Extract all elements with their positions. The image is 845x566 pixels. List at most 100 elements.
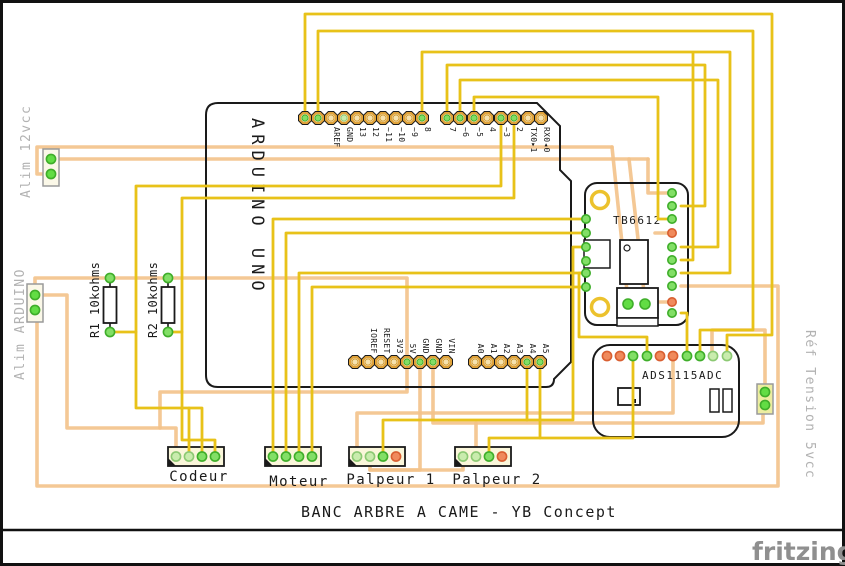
pin-pad[interactable] (666, 201, 677, 212)
moteur-label[interactable]: Moteur (269, 474, 329, 490)
r1-label[interactable]: R1 10kohms (88, 262, 102, 338)
pin-pad[interactable] (413, 355, 427, 369)
ref-tension-label[interactable]: Réf Tension 5vcc (802, 330, 817, 479)
pin-pad[interactable] (494, 111, 508, 125)
pin-pad[interactable] (439, 355, 453, 369)
copper-trace[interactable] (646, 157, 673, 195)
pin-pad[interactable] (580, 267, 591, 278)
pin-pad[interactable] (468, 355, 482, 369)
pin-pad[interactable] (666, 228, 677, 239)
pin-pad[interactable] (311, 111, 325, 125)
pin-pad[interactable] (533, 355, 547, 369)
pin-pad[interactable] (183, 451, 195, 462)
copper-trace[interactable] (303, 12, 774, 358)
resistor[interactable] (160, 278, 176, 332)
pin-pad[interactable] (402, 111, 416, 125)
connector-moteur[interactable] (264, 446, 322, 467)
pin-pad[interactable] (361, 355, 375, 369)
pin-pad[interactable] (170, 451, 182, 462)
copper-trace[interactable] (487, 354, 635, 458)
copper-trace[interactable] (297, 271, 588, 458)
arduino-outline[interactable] (205, 102, 572, 388)
pin-pad[interactable] (337, 111, 351, 125)
pin-pad[interactable] (45, 153, 57, 165)
pin-pad[interactable] (364, 451, 376, 462)
pin-pad[interactable] (470, 451, 482, 462)
pin-pad[interactable] (666, 307, 677, 318)
pin-pad[interactable] (496, 451, 508, 462)
pin-pad[interactable] (641, 350, 653, 362)
pin-pad[interactable] (580, 214, 591, 225)
pin-pad[interactable] (267, 451, 279, 462)
pin-pad[interactable] (400, 355, 414, 369)
alim-arduino-label[interactable]: Alim ARDUINO (13, 268, 28, 380)
pin-pad[interactable] (351, 451, 363, 462)
copper-trace[interactable] (381, 245, 588, 458)
copper-trace[interactable] (679, 51, 695, 262)
pin-pad[interactable] (667, 350, 679, 362)
copper-trace[interactable] (577, 271, 649, 358)
pin-pad[interactable] (324, 111, 338, 125)
pin-pad[interactable] (507, 111, 521, 125)
pin-pad[interactable] (759, 399, 771, 411)
arduino-board[interactable]: ARDUINO UNO (205, 102, 572, 388)
connector-palpeur-1[interactable] (348, 446, 406, 467)
pin-pad[interactable] (162, 326, 174, 338)
pin-pad[interactable] (580, 242, 591, 253)
connector-palpeur-2[interactable] (454, 446, 512, 467)
pin-pad[interactable] (209, 451, 221, 462)
pin-pad[interactable] (162, 272, 174, 284)
r2-label[interactable]: R2 10kohms (146, 262, 160, 338)
copper-trace[interactable] (420, 50, 732, 275)
pin-pad[interactable] (390, 451, 402, 462)
pin-pad[interactable] (426, 355, 440, 369)
pin-pad[interactable] (666, 214, 677, 225)
pin-pad[interactable] (494, 355, 508, 369)
pin-pad[interactable] (483, 451, 495, 462)
pin-pad[interactable] (389, 111, 403, 125)
copper-trace[interactable] (33, 293, 178, 458)
copper-trace[interactable] (180, 116, 516, 458)
pin-pad[interactable] (374, 355, 388, 369)
pin-pad[interactable] (681, 350, 693, 362)
alim-12vcc-label[interactable]: Alim 12vcc (19, 105, 34, 198)
pin-pad[interactable] (759, 386, 771, 398)
pin-pad[interactable] (306, 451, 318, 462)
copper-trace[interactable] (271, 217, 588, 458)
pin-pad[interactable] (387, 355, 401, 369)
pin-pad[interactable] (666, 280, 677, 291)
pin-pad[interactable] (694, 350, 706, 362)
pin-pad[interactable] (580, 228, 591, 239)
pin-pad[interactable] (654, 350, 666, 362)
pin-pad[interactable] (666, 188, 677, 199)
pin-pad[interactable] (481, 355, 495, 369)
pin-pad[interactable] (280, 451, 292, 462)
pin-pad[interactable] (580, 255, 591, 266)
pin-pad[interactable] (104, 272, 116, 284)
pin-pad[interactable] (707, 350, 719, 362)
palpeur2-label[interactable]: Palpeur 2 (452, 472, 541, 488)
tb6612-module[interactable]: TB6612 (583, 182, 689, 327)
pin-pad[interactable] (480, 111, 494, 125)
pin-pad[interactable] (614, 350, 626, 362)
pin-pad[interactable] (377, 451, 389, 462)
resistor[interactable] (102, 278, 118, 332)
pin-pad[interactable] (348, 355, 362, 369)
codeur-label[interactable]: Codeur (169, 469, 229, 485)
pin-pad[interactable] (293, 451, 305, 462)
sheet-title[interactable]: BANC ARBRE A CAME - YB Concept (301, 503, 617, 521)
copper-trace[interactable] (316, 29, 755, 358)
pin-pad[interactable] (521, 111, 535, 125)
ads1115-module[interactable]: ADS1115ADC (592, 344, 740, 438)
pin-pad[interactable] (639, 298, 651, 310)
copper-trace[interactable] (158, 360, 409, 430)
copper-trace[interactable] (355, 354, 675, 458)
pin-pad[interactable] (376, 111, 390, 125)
copper-trace[interactable] (134, 116, 503, 458)
pin-pad[interactable] (457, 451, 469, 462)
pin-pad[interactable] (298, 111, 312, 125)
pin-pad[interactable] (363, 111, 377, 125)
pin-pad[interactable] (534, 111, 548, 125)
pin-pad[interactable] (104, 326, 116, 338)
palpeur1-label[interactable]: Palpeur 1 (346, 472, 435, 488)
